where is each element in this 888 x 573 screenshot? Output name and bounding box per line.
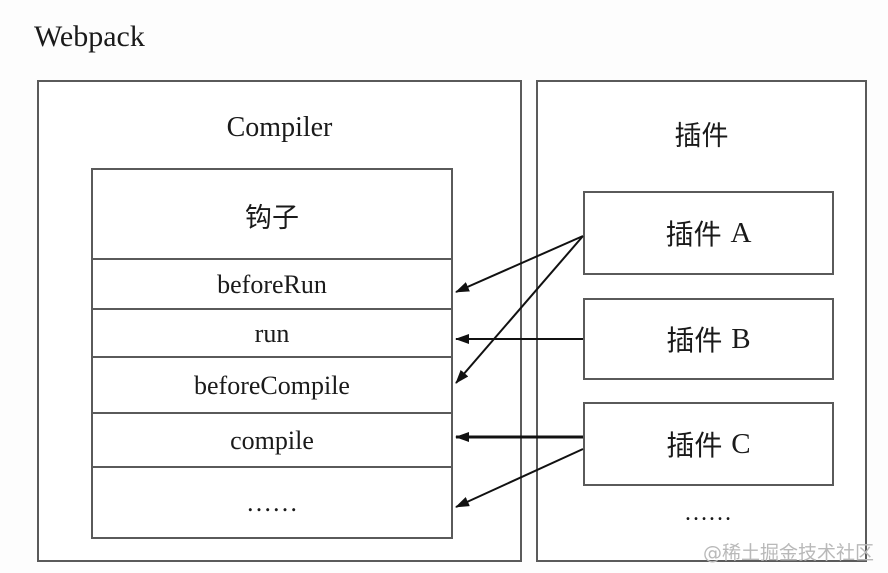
hook-more: …… <box>93 466 451 537</box>
plugins-title: 插件 <box>674 121 729 152</box>
hook-before-compile: beforeCompile <box>93 356 451 414</box>
hooks-table: 钩子 beforeRun run beforeCompile compile …… <box>91 168 453 539</box>
plugin-b-letter: B <box>731 322 751 355</box>
plugin-b-cjk: 插件 <box>666 324 723 357</box>
compiler-title: Compiler <box>226 112 333 143</box>
hook-compile: compile <box>93 412 451 468</box>
plugin-c-box: 插件 C <box>583 402 834 486</box>
arrow-a-to-before-compile <box>455 235 584 384</box>
arrow-a-to-before-run <box>455 235 584 293</box>
hook-run: run <box>93 308 451 358</box>
plugin-a-box: 插件 A <box>583 191 834 275</box>
plugin-c-letter: C <box>731 427 751 460</box>
plugin-b-box: 插件 B <box>583 298 834 380</box>
watermark: @稀土掘金技术社区 <box>702 542 874 564</box>
plugin-a-cjk: 插件 <box>665 218 722 251</box>
plugin-c-cjk: 插件 <box>666 429 723 462</box>
hook-before-run: beforeRun <box>93 258 451 310</box>
plugins-more: …… <box>684 500 732 526</box>
plugin-a-letter: A <box>730 216 752 249</box>
arrow-c-to-more <box>455 448 584 508</box>
diagram-title: Webpack <box>34 20 145 53</box>
hooks-header: 钩子 <box>245 202 299 234</box>
